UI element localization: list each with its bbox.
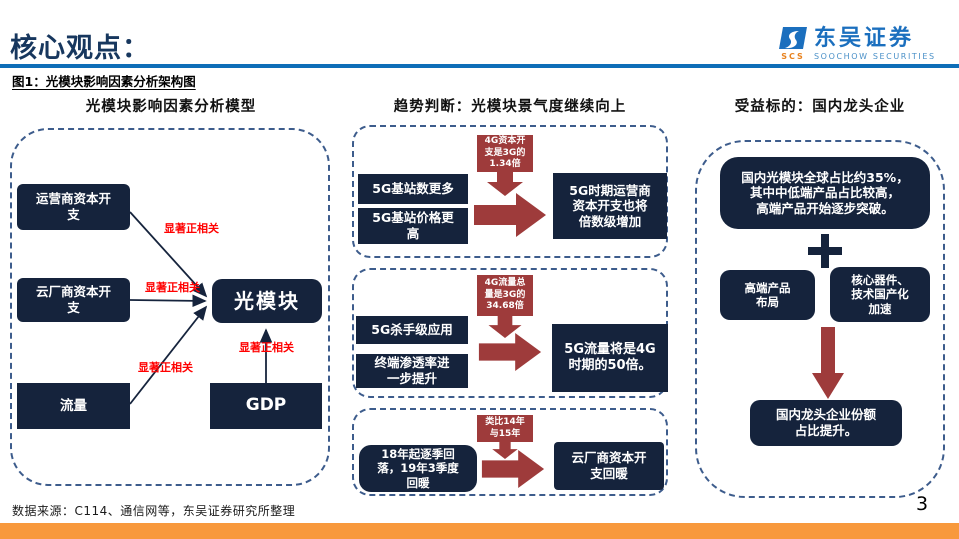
edge-label-gdp: 显著正相关 [239, 341, 294, 354]
logo-cn-name: 东吴证券 [814, 26, 915, 51]
arrow-down-icon [812, 327, 844, 399]
soochow-logo-icon [779, 27, 807, 49]
conclusion-box: 国内龙头企业份额 占比提升。 [750, 400, 902, 446]
arrow-right-icon [481, 450, 545, 488]
logo-mark: SCS [777, 27, 809, 61]
company-logo: SCS 东吴证券 SOOCHOW SECURITIES [777, 27, 936, 61]
factor-box: 高端产品 布局 [720, 270, 815, 320]
data-source-note: 数据来源：C114、通信网等，东吴证券研究所整理 [12, 504, 296, 518]
logo-en-name: SOOCHOW SECURITIES [814, 52, 936, 62]
node-cloud-capex: 云厂商资本开 支 [17, 278, 130, 322]
market-share-summary: 国内光模块全球占比约35%， 其中中低端产品占比较高， 高端产品开始逐步突破。 [720, 157, 930, 229]
arrow-down-icon [492, 442, 518, 459]
header-divider [0, 64, 959, 68]
plus-icon [808, 234, 842, 268]
right-column-title: 受益标的：国内龙头企业 [734, 99, 906, 115]
beneficiary-container: 国内光模块全球占比约35%， 其中中低端产品占比较高， 高端产品开始逐步突破。 … [695, 140, 945, 498]
footer-bar [0, 523, 959, 539]
node-traffic: 流量 [17, 383, 130, 429]
arrow-down-icon [487, 172, 523, 196]
edge-label-operator: 显著正相关 [164, 222, 219, 235]
page-title: 核心观点： [10, 33, 150, 64]
result-box: 5G时期运营商 资本开支也将 倍数级增加 [553, 173, 667, 239]
node-operator-capex: 运营商资本开 支 [17, 184, 130, 230]
logo-text: 东吴证券 SOOCHOW SECURITIES [814, 27, 936, 61]
cause-box: 5G杀手级应用 [356, 316, 468, 344]
figure-caption: 图1：光模块影响因素分析架构图 [12, 74, 196, 89]
middle-column-title: 趋势判断：光模块景气度继续向上 [393, 99, 627, 115]
arrow-down-icon [488, 316, 522, 338]
comparison-badge: 4G流量总 量是3G的 34.68倍 [477, 275, 533, 316]
trend-panel-traffic: 4G流量总 量是3G的 34.68倍 5G杀手级应用 终端渗透率进 一步提升 5… [352, 268, 668, 398]
factor-model-container: 运营商资本开 支 云厂商资本开 支 流量 GDP 光模块 显著正相关 显著正相关… [10, 128, 330, 486]
cause-box: 18年起逐季回 落，19年3季度 回暖 [359, 445, 477, 492]
trend-panel-cloud: 类比14年 与15年 18年起逐季回 落，19年3季度 回暖 云厂商资本开 支回… [352, 408, 668, 496]
arrow-right-icon [474, 193, 546, 237]
comparison-badge: 类比14年 与15年 [477, 415, 533, 442]
node-optical-module: 光模块 [212, 279, 322, 323]
comparison-badge: 4G资本开 支是3G的 1.34倍 [477, 135, 533, 172]
correlation-edges [129, 211, 273, 405]
edge-label-traffic: 显著正相关 [138, 361, 193, 374]
cause-box: 终端渗透率进 一步提升 [356, 354, 468, 388]
factor-box: 核心器件、 技术国产化 加速 [830, 267, 930, 322]
node-gdp: GDP [210, 383, 322, 429]
edge-label-cloud: 显著正相关 [145, 281, 200, 294]
result-box: 云厂商资本开 支回暖 [554, 442, 664, 490]
cause-box: 5G基站价格更 高 [358, 208, 468, 244]
result-box: 5G流量将是4G 时期的50倍。 [552, 324, 668, 392]
trend-panel-capex: 4G资本开 支是3G的 1.34倍 5G基站数更多 5G基站价格更 高 5G时期… [352, 125, 668, 258]
cause-box: 5G基站数更多 [358, 174, 468, 204]
logo-badge-text: SCS [781, 52, 805, 61]
page-number: 3 [916, 493, 929, 515]
left-column-title: 光模块影响因素分析模型 [85, 99, 257, 115]
arrow-right-icon [478, 333, 542, 371]
